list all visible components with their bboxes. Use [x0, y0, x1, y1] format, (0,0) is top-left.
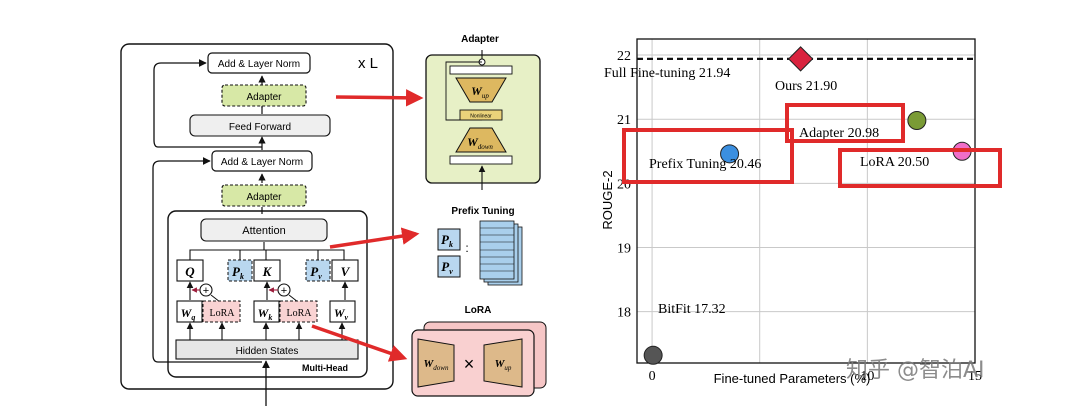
wq-label: Wq [181, 306, 196, 322]
layer-block [120, 43, 394, 390]
attention-box [200, 218, 328, 242]
prefix-colon: : [465, 241, 468, 255]
q-box [176, 259, 204, 282]
y-tick-label: 18 [617, 306, 631, 321]
point-bitfit [643, 345, 663, 365]
lora-panel: LoRA Wdown × Wup [411, 305, 547, 397]
repeat-label: x L [358, 55, 378, 72]
watermark: 知乎 @智泊AI [846, 358, 985, 383]
adapter-top: Adapter [246, 92, 282, 103]
y-tick-label: 21 [617, 113, 631, 128]
w-down-trapezoid [455, 127, 507, 153]
residual-bottom [152, 157, 262, 363]
x-tick-label: 15 [968, 369, 982, 384]
hidden-states: Hidden States [236, 346, 299, 357]
y-tick-label: 22 [617, 49, 631, 64]
y-axis-label: ROUGE-2 [600, 170, 615, 229]
point-prefix [720, 144, 740, 164]
plus-k: + [281, 285, 287, 297]
transformer-architecture: x L Add & Layer Norm Adapter Feed Forwar… [120, 43, 394, 406]
adapter-bottom-box [221, 184, 307, 207]
lora-box-2 [279, 300, 318, 323]
lora-times: × [464, 354, 475, 374]
k-box [253, 259, 281, 282]
plus-q: + [203, 285, 209, 297]
wk-label: Wk [258, 306, 273, 322]
residual-top [153, 59, 262, 148]
point-ours [787, 46, 814, 72]
chart-grid [637, 39, 975, 363]
pk-label: Pk [232, 264, 244, 281]
q-label: Q [185, 264, 195, 279]
multi-head-label: Multi-Head [302, 363, 348, 373]
arrow-to-adapter [335, 89, 424, 107]
arrow-to-lora [311, 324, 408, 362]
w-up-trapezoid [455, 77, 507, 103]
add-norm-bottom: Add & Layer Norm [221, 157, 303, 168]
prefix-pv: Pv [441, 259, 453, 276]
lora-w-up-shape [483, 338, 523, 388]
label-ours: Ours 21.90 [775, 79, 837, 94]
label-adapter: Adapter 20.98 [799, 126, 879, 141]
ref-line-label: Full Fine-tuning 21.94 [604, 66, 730, 81]
add-norm-top-box [207, 52, 311, 74]
v-box [331, 259, 359, 282]
pv-box [305, 259, 331, 282]
adapter-nonlinear: Nonlinear [470, 114, 492, 120]
lora-w-up: Wup [495, 358, 512, 372]
wk-box [253, 300, 280, 323]
hidden-states-box [175, 339, 359, 360]
v-label: V [341, 264, 351, 279]
k-label: K [262, 264, 273, 279]
adapter-bottom: Adapter [246, 192, 282, 203]
prefix-pk: Pk [441, 232, 453, 249]
add-norm-top: Add & Layer Norm [218, 59, 300, 70]
lora-w-down: Wdown [424, 358, 449, 372]
point-adapter [907, 110, 927, 130]
x-tick-label: 10 [860, 369, 874, 384]
x-tick-label: 0 [649, 369, 656, 384]
wv-box [329, 300, 356, 323]
adapter-panel-title: Adapter [461, 34, 499, 45]
adapter-w-up: Wup [471, 84, 489, 100]
prefix-tuning-panel: Prefix Tuning Pk : Pv [437, 206, 523, 286]
lora-label-2: LoRA [287, 308, 313, 319]
pv-chip [437, 255, 461, 278]
chart-frame [636, 38, 976, 364]
feed-forward: Feed Forward [229, 122, 291, 133]
prefix-vector-stack [479, 220, 523, 286]
adapter-w-down: Wdown [467, 135, 493, 151]
highlight-adapter [785, 103, 905, 143]
highlight-lora [838, 148, 1002, 188]
attention: Attention [242, 225, 285, 237]
wv-label: Wv [334, 306, 349, 322]
feed-forward-box [189, 114, 331, 137]
arrow-to-prefix [329, 227, 420, 249]
lora-label-1: LoRA [210, 308, 236, 319]
adapter-top-box [221, 84, 307, 107]
multi-head-block [167, 210, 368, 378]
add-norm-bottom-box [211, 150, 313, 172]
pk-chip [437, 228, 461, 251]
label-lora: LoRA 20.50 [860, 155, 929, 170]
pk-box [227, 259, 253, 282]
label-prefix: Prefix Tuning 20.46 [649, 157, 761, 172]
lora-panel-title: LoRA [465, 305, 492, 316]
pv-label: Pv [310, 264, 322, 281]
prefix-panel-title: Prefix Tuning [451, 206, 514, 217]
label-bitfit: BitFit 17.32 [658, 302, 726, 317]
chart-points [643, 46, 972, 365]
wq-box [176, 300, 203, 323]
adapter-panel: Adapter Wup Nonlinear Wdown [425, 34, 541, 190]
lora-box-1 [202, 300, 241, 323]
highlight-prefix [622, 128, 794, 184]
lora-w-down-shape [417, 338, 455, 388]
x-axis-label: Fine-tuned Parameters (%) [714, 371, 871, 386]
y-tick-label: 19 [617, 242, 631, 257]
